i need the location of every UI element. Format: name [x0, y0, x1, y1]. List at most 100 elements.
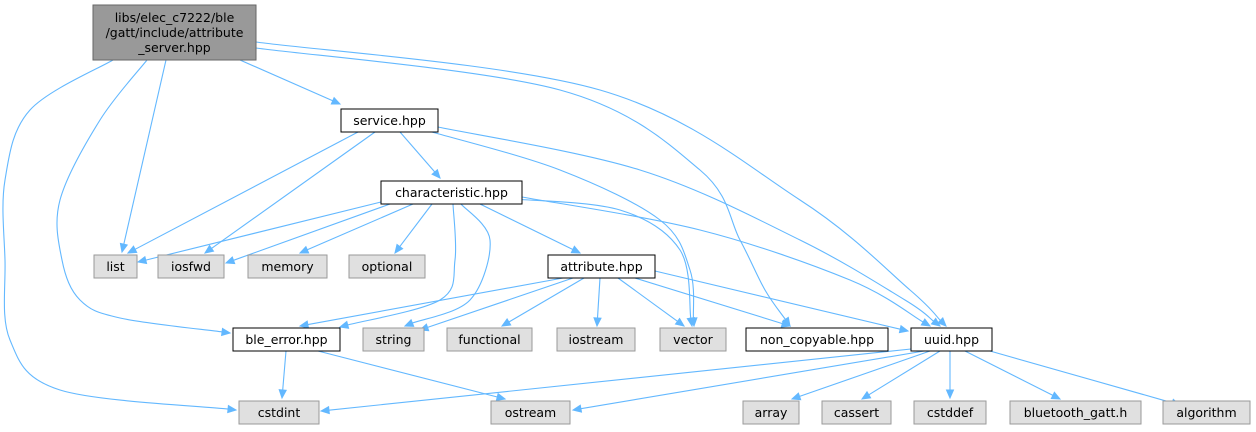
edge-arrowhead: [860, 390, 872, 400]
edge-service-to-characteristic: [399, 131, 441, 179]
node-bluetooth-gatt: bluetooth_gatt.h: [1009, 400, 1142, 425]
edge-arrowhead: [126, 245, 138, 254]
node-box: [93, 254, 138, 279]
edge-line: [868, 350, 941, 396]
edge-arrowhead: [431, 168, 441, 179]
node-iostream: iostream: [556, 327, 636, 352]
edge-attribute-to-uuid: [654, 270, 910, 334]
edge-arrowhead: [221, 327, 232, 337]
edges-layer: [2, 41, 1182, 415]
edge-line: [634, 277, 783, 325]
edge-service-to-uuid: [437, 126, 941, 327]
edge-arrowhead: [298, 245, 310, 254]
node-box: [232, 327, 341, 352]
edge-uuid-to-cstdint: [319, 348, 912, 415]
node-label: memory: [261, 259, 314, 274]
node-label: non_copyable.hpp: [760, 332, 874, 347]
node-box: [742, 400, 800, 425]
edge-line: [307, 203, 414, 251]
edge-attribute-to-functional: [500, 277, 585, 327]
node-label: cstddef: [927, 405, 974, 420]
edge-characteristic-to-string: [403, 203, 491, 327]
edge-arrowhead: [319, 405, 330, 415]
node-box: [238, 400, 320, 425]
edge-line: [211, 131, 376, 249]
edge-arrowhead: [945, 389, 955, 400]
node-label: attribute.hpp: [560, 259, 642, 274]
edge-line: [964, 350, 1054, 396]
edge-line: [123, 59, 167, 245]
node-ble-error[interactable]: ble_error.hpp: [232, 327, 341, 352]
edge-arrowhead: [937, 317, 947, 327]
node-non-copyable[interactable]: non_copyable.hpp: [745, 327, 889, 352]
edge-service-to-vector: [431, 131, 698, 328]
edge-arrowhead: [920, 318, 932, 327]
node-box: [745, 327, 889, 352]
node-label: string: [376, 332, 412, 347]
edge-arrowhead: [686, 316, 695, 328]
edge-line: [580, 350, 925, 410]
node-cstdint: cstdint: [238, 400, 320, 425]
edge-arrowhead: [570, 245, 582, 254]
node-box: [92, 4, 257, 61]
node-box: [910, 327, 993, 352]
edge-characteristic-to-iosfwd: [224, 203, 391, 265]
node-box: [247, 254, 328, 279]
edge-line: [799, 350, 931, 397]
node-box: [913, 400, 987, 425]
edge-uuid-to-cassert: [860, 350, 941, 400]
node-box: [340, 108, 439, 133]
node-box: [446, 327, 533, 352]
node-box: [362, 327, 425, 352]
edge-arrowhead: [674, 317, 686, 327]
edge-ble_error-to-ostream: [317, 350, 507, 402]
node-functional: functional: [446, 327, 533, 352]
edge-line: [513, 198, 692, 319]
edge-arrowhead: [1050, 391, 1062, 400]
node-attribute[interactable]: attribute.hpp: [547, 254, 656, 279]
node-label: ostream: [505, 405, 556, 420]
node-service[interactable]: service.hpp: [340, 108, 439, 133]
node-box: [1162, 400, 1251, 425]
edge-line: [521, 196, 924, 323]
edge-line: [412, 203, 491, 324]
edge-line: [427, 277, 574, 328]
node-cstddef: cstddef: [913, 400, 987, 425]
edge-line: [989, 350, 1173, 404]
edge-arrowhead: [330, 96, 342, 105]
edge-characteristic-to-optional: [394, 203, 433, 254]
edge-arrowhead: [338, 320, 350, 329]
node-list: list: [93, 254, 138, 279]
node-algorithm: algorithm: [1162, 400, 1251, 425]
edge-line: [347, 203, 457, 326]
node-array: array: [742, 400, 800, 425]
edge-uuid-to-bluetooth_gatt: [964, 350, 1062, 400]
node-box: [348, 254, 426, 279]
edge-arrowhead: [298, 320, 310, 329]
node-memory: memory: [247, 254, 328, 279]
edge-arrowhead: [930, 317, 941, 327]
edge-arrowhead: [394, 243, 404, 254]
edge-attribute-to-string: [418, 277, 574, 332]
node-uuid[interactable]: uuid.hpp: [910, 327, 993, 352]
edge-uuid-to-cstddef: [945, 351, 955, 400]
node-ostream: ostream: [490, 400, 571, 425]
edge-uuid-to-array: [790, 350, 931, 401]
edge-service-to-list: [126, 131, 359, 254]
edge-line: [145, 201, 382, 261]
edge-arrowhead: [593, 317, 602, 328]
node-root[interactable]: libs/elec_c7222/ble/gatt/include/attribu…: [92, 4, 257, 61]
edge-attribute-to-iostream: [593, 277, 602, 328]
edge-arrowhead: [227, 404, 238, 414]
edge-line: [399, 203, 433, 247]
edge-attribute-to-ble_error: [298, 277, 564, 329]
node-characteristic[interactable]: characteristic.hpp: [380, 180, 523, 205]
edge-line: [255, 41, 941, 321]
edge-root-to-service: [239, 59, 342, 105]
node-box: [157, 254, 225, 279]
node-label: iostream: [569, 332, 624, 347]
edge-line: [596, 277, 601, 319]
edge-arrowhead: [403, 318, 415, 327]
edge-line: [2, 59, 229, 410]
